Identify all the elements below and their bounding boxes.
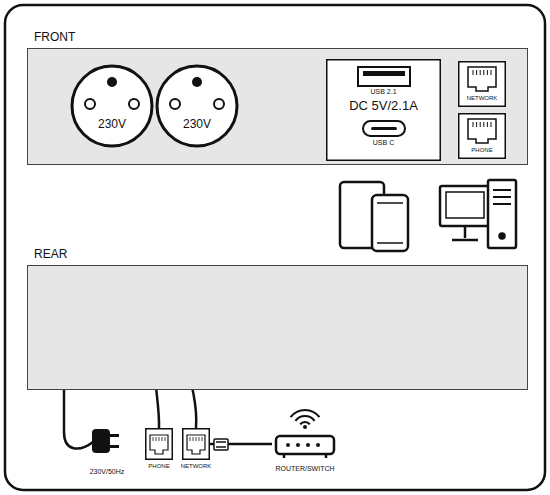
outer-frame	[5, 5, 545, 490]
tablet-phone-icon	[340, 182, 408, 251]
port-label: USB C	[326, 139, 441, 147]
front-panel: FRONT230V230VUSB 2.1DC 5V/2.1AUSB CNETWO…	[27, 48, 528, 165]
port-label: NETWORK	[458, 95, 506, 102]
rj45-jack: PHONE	[458, 113, 506, 159]
rj45-plug	[214, 439, 228, 450]
power-socket: 230V	[70, 64, 154, 148]
rj45-jack: NETWORK	[182, 428, 210, 460]
mains-plug	[93, 430, 119, 452]
power-socket-outline	[155, 64, 239, 148]
power-socket: 230V	[155, 64, 239, 148]
usb-charger: USB 2.1 DC 5V/2.1A USB C	[326, 59, 441, 161]
power-socket-outline	[70, 64, 154, 148]
panel-heading: REAR	[34, 248, 67, 261]
port-label: USB 2.1	[326, 88, 441, 96]
rating-label: DC 5V/2.1A	[326, 99, 441, 113]
panel-heading: FRONT	[34, 31, 75, 44]
device-label: ROUTER/SWITCH	[242, 465, 368, 473]
port-label: PHONE	[458, 147, 506, 154]
rj45-jack: NETWORK	[458, 61, 506, 107]
router-switch-outline	[272, 408, 338, 460]
rj45-jack-outline	[145, 428, 173, 460]
rj45-jack: PHONE	[145, 428, 173, 460]
router-switch: ROUTER/SWITCH	[272, 408, 338, 460]
port-label: NETWORK	[152, 463, 240, 470]
computer-icon	[440, 180, 516, 248]
rear-panel: REAR	[27, 265, 528, 390]
mains-label: 230V/50Hz	[67, 468, 147, 475]
voltage-label: 230V	[70, 118, 154, 131]
voltage-label: 230V	[155, 118, 239, 131]
rj45-jack-outline	[182, 428, 210, 460]
